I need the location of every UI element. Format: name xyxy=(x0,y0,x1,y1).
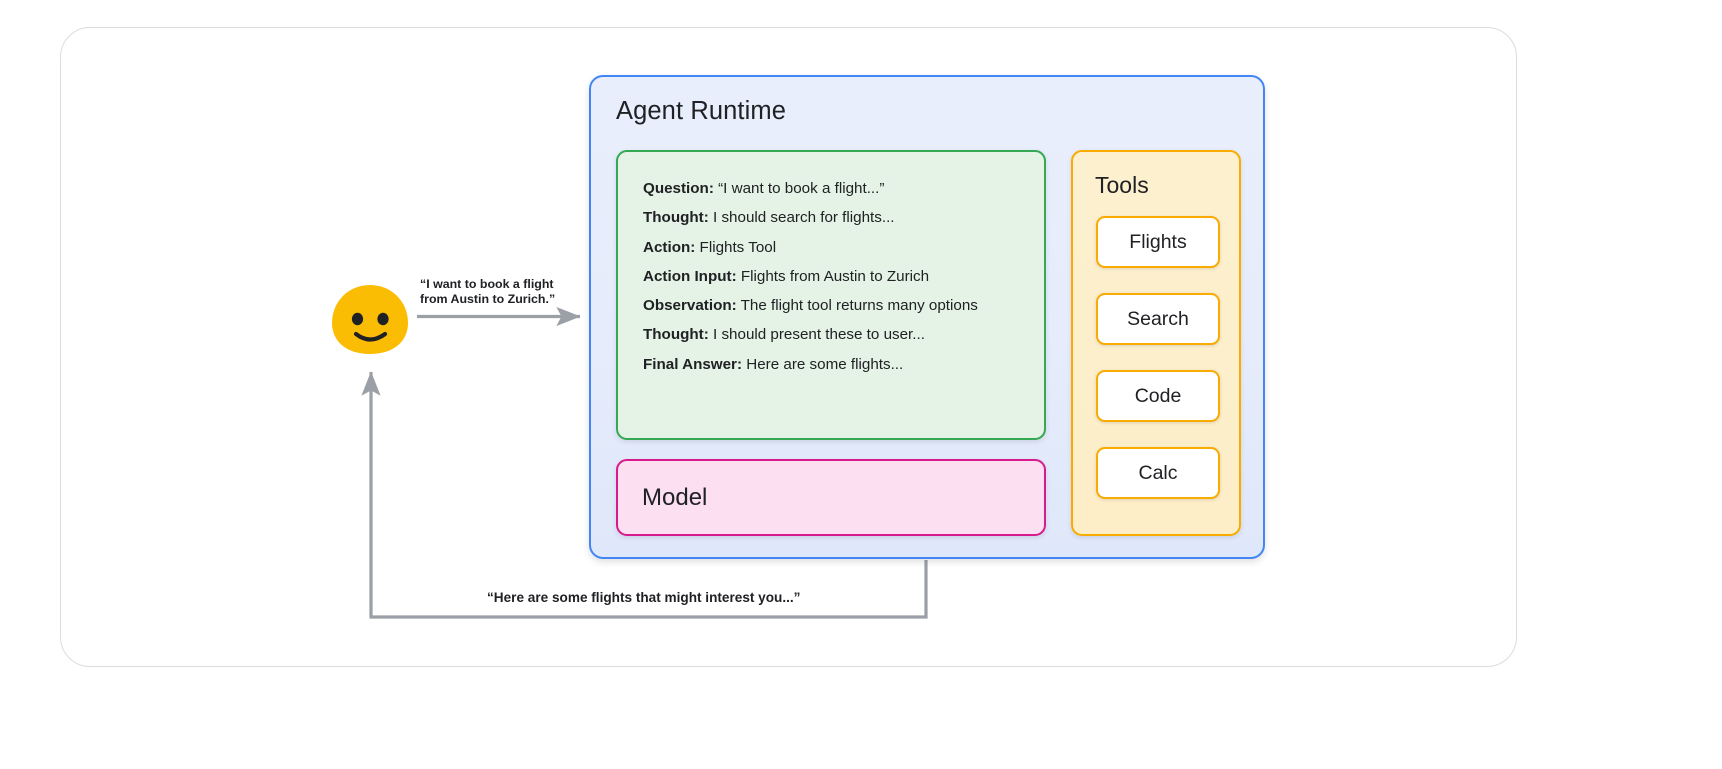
tool-button-flights[interactable]: Flights xyxy=(1096,216,1220,268)
trace-row-thought-1: Thought: I should search for flights... xyxy=(643,203,1034,232)
trace-label: Thought: xyxy=(643,326,709,344)
trace-value: I should search for flights... xyxy=(713,209,895,227)
trace-value: I should present these to user... xyxy=(713,326,925,344)
response-label: “Here are some flights that might intere… xyxy=(487,590,801,605)
trace-row-action: Action: Flights Tool xyxy=(643,233,1034,262)
trace-value: Flights from Austin to Zurich xyxy=(740,267,930,285)
tools-panel: Tools Flights Search Code Calc xyxy=(1071,150,1241,536)
trace-value: “I want to book a flight...” xyxy=(718,180,885,197)
agent-runtime-title: Agent Runtime xyxy=(616,97,786,125)
trace-label: Action Input: xyxy=(643,267,737,285)
smiley-face-icon xyxy=(332,285,408,354)
tool-button-calc[interactable]: Calc xyxy=(1096,447,1220,499)
trace-label: Observation: xyxy=(643,297,737,315)
trace-row-action-input: Action Input: Flights from Austin to Zur… xyxy=(643,262,1034,291)
agent-runtime-container: Agent Runtime Question: “I want to book … xyxy=(589,75,1265,559)
trace-row-question: Question: “I want to book a flight...” xyxy=(643,174,1034,203)
model-label: Model xyxy=(642,483,708,511)
trace-value: The flight tool returns many options xyxy=(740,297,978,315)
tools-list: Flights Search Code Calc xyxy=(1096,216,1220,524)
tool-button-code[interactable]: Code xyxy=(1096,370,1220,422)
request-label-line2: from Austin to Zurich.” xyxy=(420,291,556,306)
tools-panel-title: Tools xyxy=(1095,172,1149,198)
trace-row-final-answer: Final Answer: Here are some flights... xyxy=(643,350,1034,379)
user-avatar xyxy=(328,283,412,357)
model-box: Model xyxy=(616,459,1046,536)
react-trace-box: Question: “I want to book a flight...” T… xyxy=(616,150,1046,440)
trace-row-thought-2: Thought: I should present these to user.… xyxy=(643,320,1034,349)
trace-value: Flights Tool xyxy=(699,238,777,256)
tool-button-search[interactable]: Search xyxy=(1096,293,1220,345)
trace-label: Thought: xyxy=(643,209,709,227)
request-label-line1: “I want to book a flight xyxy=(420,277,554,291)
trace-row-observation: Observation: The flight tool returns man… xyxy=(643,291,1034,320)
trace-label: Question: xyxy=(643,180,714,197)
request-label: “I want to book a flight from Austin to … xyxy=(420,277,595,306)
trace-label: Final Answer: xyxy=(643,355,743,373)
trace-label: Action: xyxy=(643,238,696,256)
trace-value: Here are some flights... xyxy=(746,355,904,373)
react-trace-lines: Question: “I want to book a flight...” T… xyxy=(643,174,1034,379)
